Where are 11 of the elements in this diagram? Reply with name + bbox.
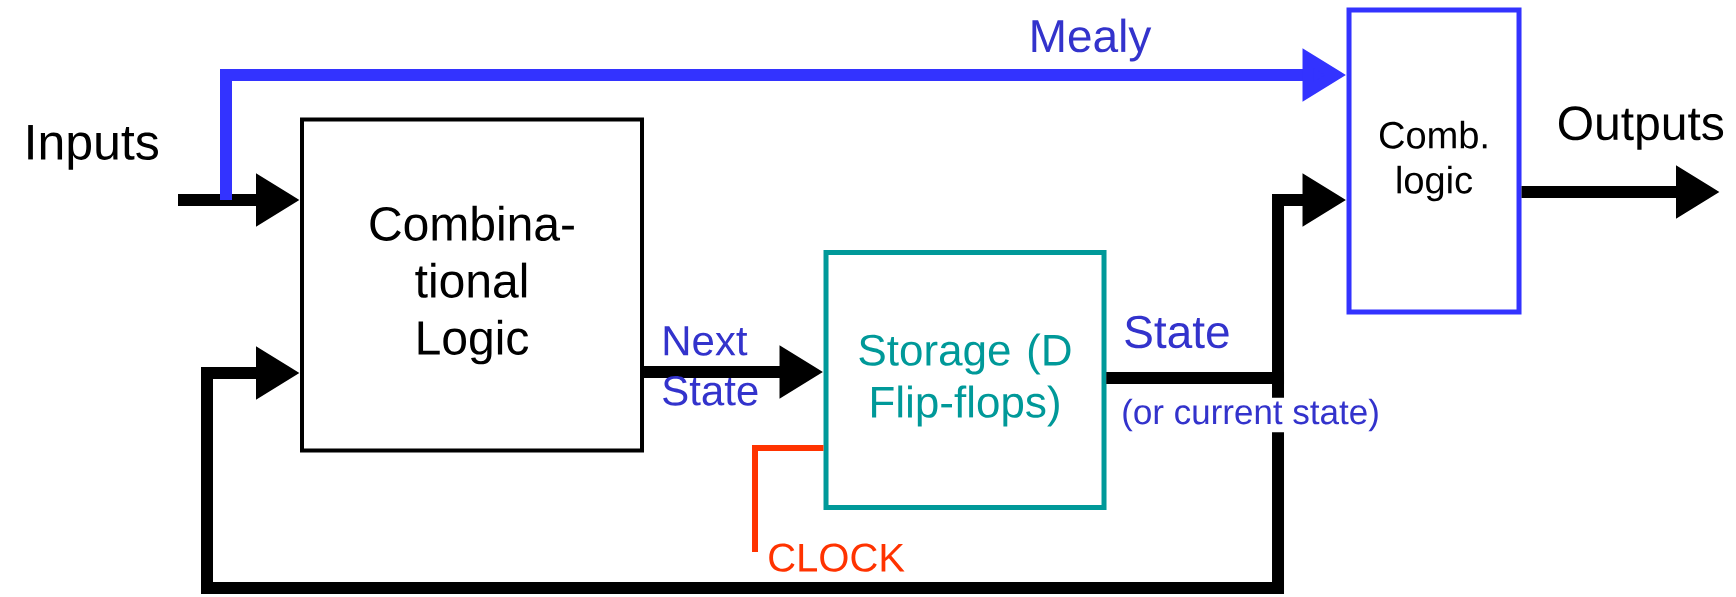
text-label: Inputs (28, 125, 158, 170)
edge-label: Mealy (1032, 18, 1152, 62)
text-label: CLOCK (769, 543, 905, 572)
edge-label: Next State (663, 326, 758, 406)
process-box: Combina- tional Logic (300, 117, 644, 453)
storage-box: Storage (D Flip-flops) (823, 250, 1107, 510)
edge-label: State (1125, 315, 1229, 349)
note-label: (or current state) (1120, 397, 1381, 433)
arrow (201, 346, 1284, 594)
logic-box: Comb. logic (1346, 7, 1522, 315)
text-label: Outputs (1559, 106, 1724, 150)
